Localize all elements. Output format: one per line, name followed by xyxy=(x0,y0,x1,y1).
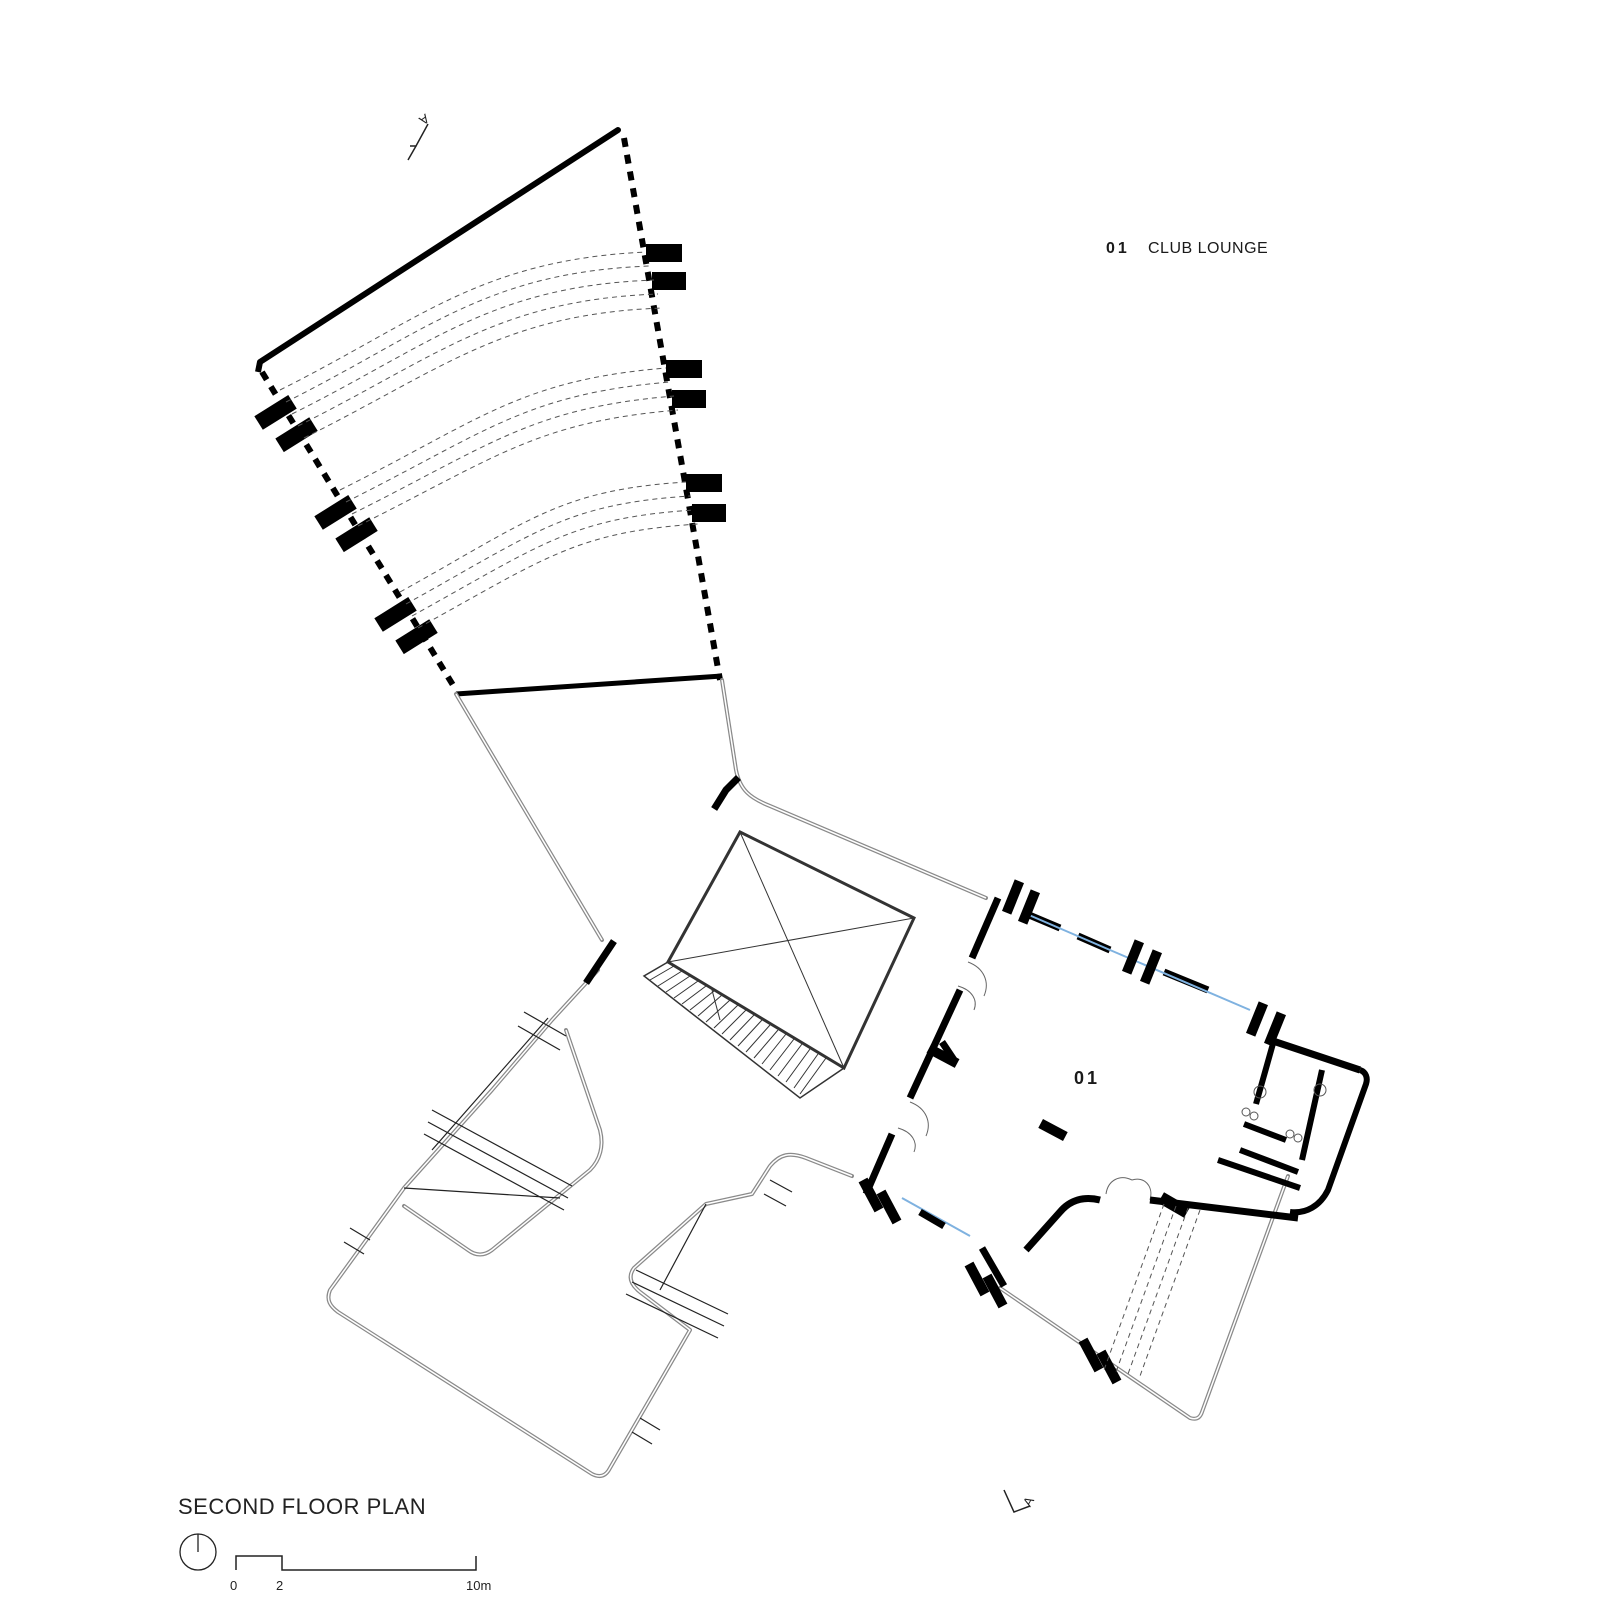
scale-bar xyxy=(235,1555,477,1571)
room-tag: 01 xyxy=(1074,1068,1101,1088)
north-wing xyxy=(254,127,726,697)
central-void xyxy=(642,830,916,1099)
plan-title: SECOND FLOOR PLAN xyxy=(178,1494,427,1519)
club-lounge-block xyxy=(858,879,1370,1385)
scale-label-10m: 10m xyxy=(466,1578,492,1593)
scale-label-2: 2 xyxy=(276,1578,284,1593)
scale-label-0: 0 xyxy=(230,1578,238,1593)
section-arrow-icon xyxy=(407,123,1031,1513)
core-walls xyxy=(583,775,741,985)
terrace-structure xyxy=(343,1011,793,1445)
outline-inner xyxy=(327,679,1289,1477)
north-arrow-icon xyxy=(179,1533,217,1571)
stair-treads xyxy=(649,965,827,1095)
legend-room-name: CLUB LOUNGE xyxy=(1148,240,1269,257)
terrace-outline xyxy=(326,678,1290,1478)
legend-number: 01 xyxy=(1106,240,1130,257)
